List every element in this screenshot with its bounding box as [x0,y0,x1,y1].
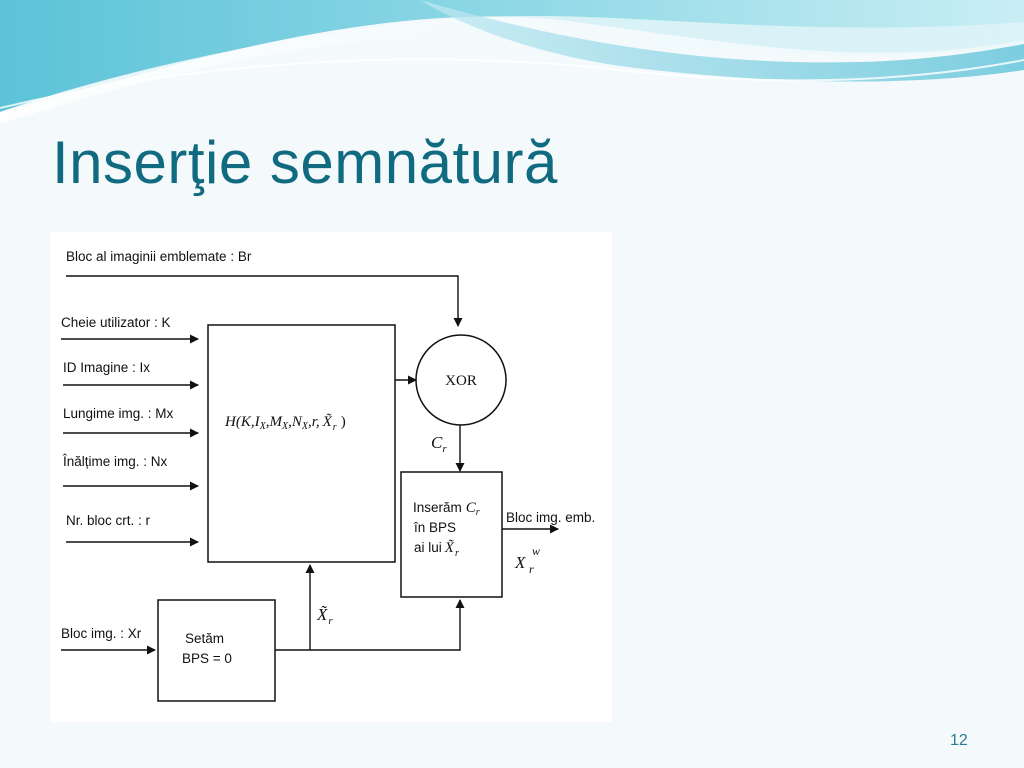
output-variable: X [514,553,526,572]
page-number: 12 [950,732,968,749]
output-variable-sub: r [529,562,534,576]
input-label-image-block: Bloc img. : Xr [61,626,142,641]
set-bps-line-2: BPS = 0 [182,651,232,666]
input-label-user-key: Cheie utilizator : K [61,315,171,330]
xor-label: XOR [445,373,477,389]
output-label: Bloc img. emb. [506,510,595,525]
input-label-image-width: Lungime img. : Mx [63,406,174,421]
emblem-block-arrow [66,275,463,327]
set-bps-line-1: Setăm [185,631,224,646]
signature-insertion-diagram: Bloc al imaginii emblemate : Br Cheie ut… [50,232,612,722]
wave-shape [0,16,1024,124]
hash-function-box [207,324,396,563]
wave-shape [0,58,1024,109]
insertion-box [400,471,503,598]
wave-shape [420,0,1024,82]
hash-formula: H(K,IX,MX,NX,r,X̃r) [224,414,346,433]
input-label-image-height: Înălțime img. : Nx [62,454,168,469]
input-label-emblem-block: Bloc al imaginii emblemate : Br [66,249,252,264]
input-label-image-id: ID Imagine : Ix [63,360,150,375]
set-to-insert-arrow [275,599,465,651]
output-variable-sup: w [532,544,540,558]
slide-title: Inserţie semnătură [52,129,558,196]
xr-tilde-label: X̃r [316,605,333,627]
input-label-block-number: Nr. bloc crt. : r [66,513,151,528]
cr-label: Cr [431,433,447,455]
insertion-line-2: în BPS [413,520,456,535]
xor-node [415,334,507,426]
